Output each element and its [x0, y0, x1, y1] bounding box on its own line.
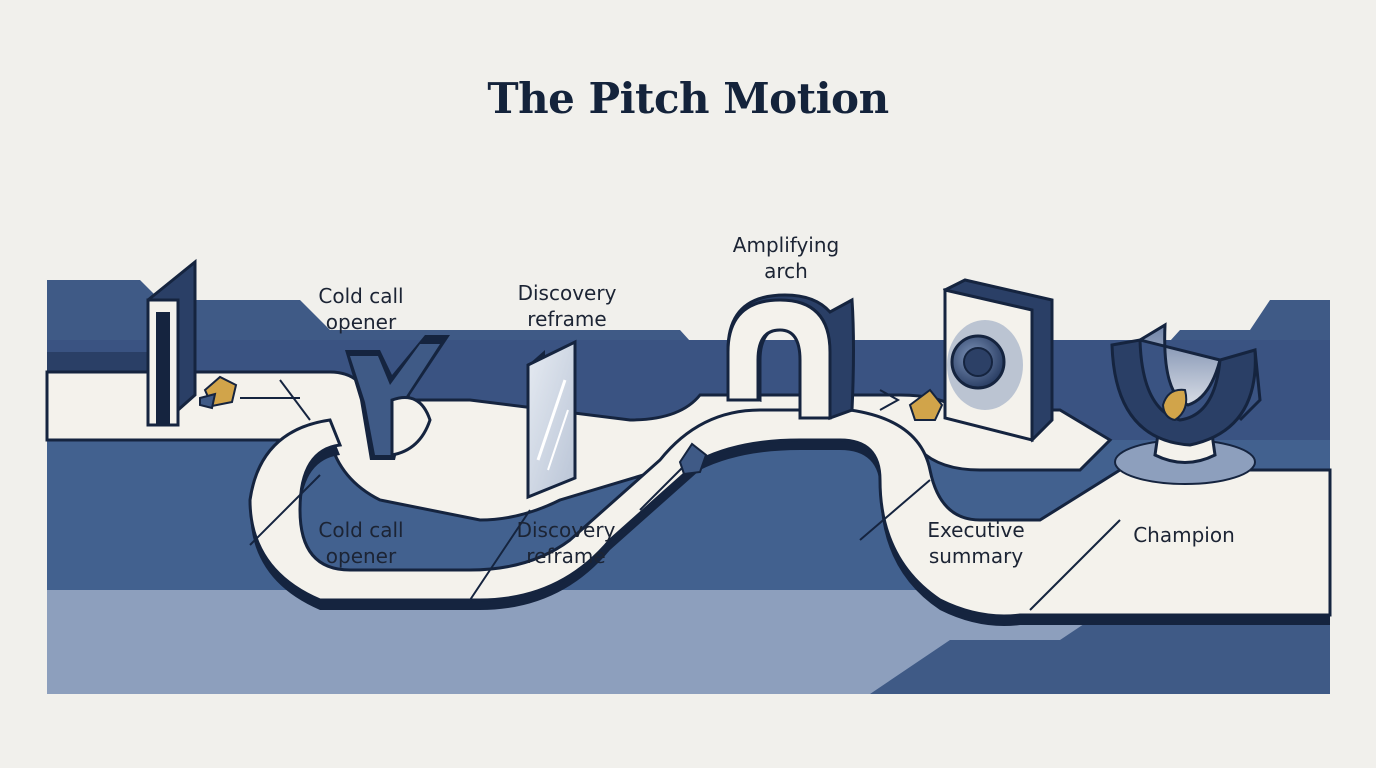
path-divider — [859, 479, 931, 541]
gem-icon — [908, 388, 944, 421]
doorway-icon — [146, 258, 197, 427]
upper-label-cold-call: Cold call opener — [318, 284, 404, 334]
lens-icon — [942, 278, 1054, 443]
path-divider — [1029, 519, 1121, 611]
gem-icon — [199, 375, 238, 410]
path-label-champion: Champion — [1133, 523, 1235, 547]
connector-arrow — [879, 389, 901, 411]
gem-icon — [678, 442, 708, 476]
path-label-cold-call: Cold call opener — [318, 518, 404, 568]
upper-slate-band — [47, 280, 1330, 352]
path-label-discovery: Discovery reframe — [516, 518, 616, 568]
funnel-icon — [345, 335, 450, 460]
path-divider — [469, 509, 531, 601]
path-divider — [279, 379, 311, 421]
glass-pane-icon — [526, 339, 577, 500]
path-divider — [249, 474, 321, 546]
path-label-executive: Executive summary — [927, 518, 1025, 568]
cup-icon — [1110, 322, 1262, 485]
gem-icon — [1161, 388, 1188, 422]
upper-label-discovery: Discovery reframe — [517, 281, 617, 331]
upper-label-amplifying: Amplifying arch — [732, 233, 840, 283]
main-path-surface — [248, 408, 1332, 618]
arch-icon — [726, 293, 855, 421]
main-path — [248, 379, 1332, 626]
diagram-title: The Pitch Motion — [487, 74, 889, 123]
